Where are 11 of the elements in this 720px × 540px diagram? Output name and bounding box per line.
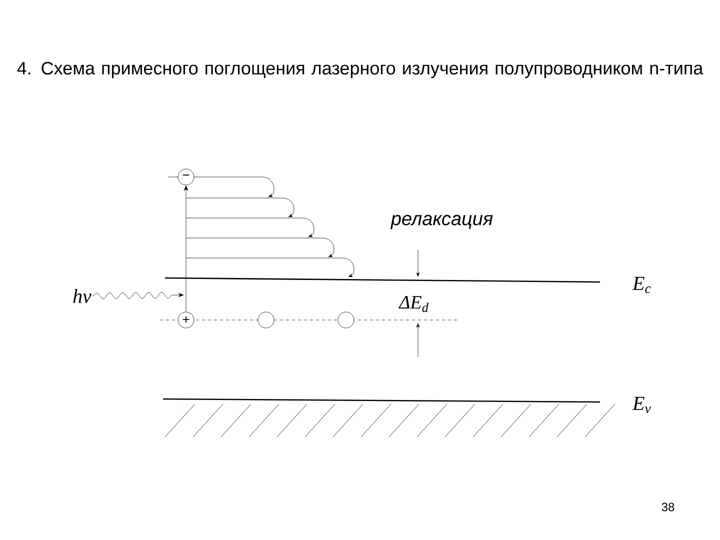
title: 4. Схема примесного поглощения лазерного излучения полупроводником n-типа <box>17 62 704 78</box>
transition-arrow <box>184 186 188 312</box>
band-edge-label: E$_{v}$ <box>632 396 651 414</box>
wavy-arrow <box>92 292 184 300</box>
photon-label: hν <box>73 288 92 304</box>
relaxation-label: релаксация <box>390 214 493 230</box>
energy-gap-label: ΔE$_{d}$ <box>398 296 428 312</box>
band-edge-label: E$_{c}$ <box>632 276 651 294</box>
donor-circle <box>338 312 354 328</box>
page-number: 38 <box>662 502 674 512</box>
donor-circle <box>258 312 274 328</box>
